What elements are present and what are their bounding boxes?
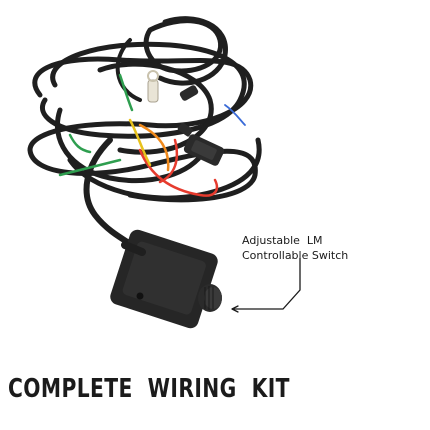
callout-line-1: Adjustable LM: [242, 234, 323, 247]
switch-cable: [83, 137, 143, 253]
wiring-kit-photo: [27, 16, 262, 329]
ring-terminal: [147, 70, 159, 103]
green-wire: [118, 73, 134, 112]
orange-wire: [138, 123, 170, 172]
red-wire: [158, 138, 179, 184]
harness-cable-loop: [40, 41, 247, 139]
red-wire: [138, 148, 219, 197]
green-wire: [68, 133, 92, 154]
harness-cable-loop: [97, 61, 214, 155]
blue-wire: [224, 104, 246, 126]
yellow-wire: [128, 118, 152, 167]
harness-cable-loop: [115, 38, 142, 102]
switch-callout: Adjustable LM Controllable Switch: [242, 233, 348, 263]
callout-line-2: Controllable Switch: [242, 249, 349, 262]
fuse-holder: [183, 134, 225, 166]
green-wire: [58, 158, 122, 177]
page-title: COMPLETE WIRING KIT: [8, 374, 290, 404]
control-knob: [198, 284, 222, 312]
harness-cable-loop: [157, 16, 228, 86]
plug-connector: [177, 85, 199, 137]
harness-cable-loop: [54, 107, 208, 184]
switch-housing: [110, 229, 218, 329]
